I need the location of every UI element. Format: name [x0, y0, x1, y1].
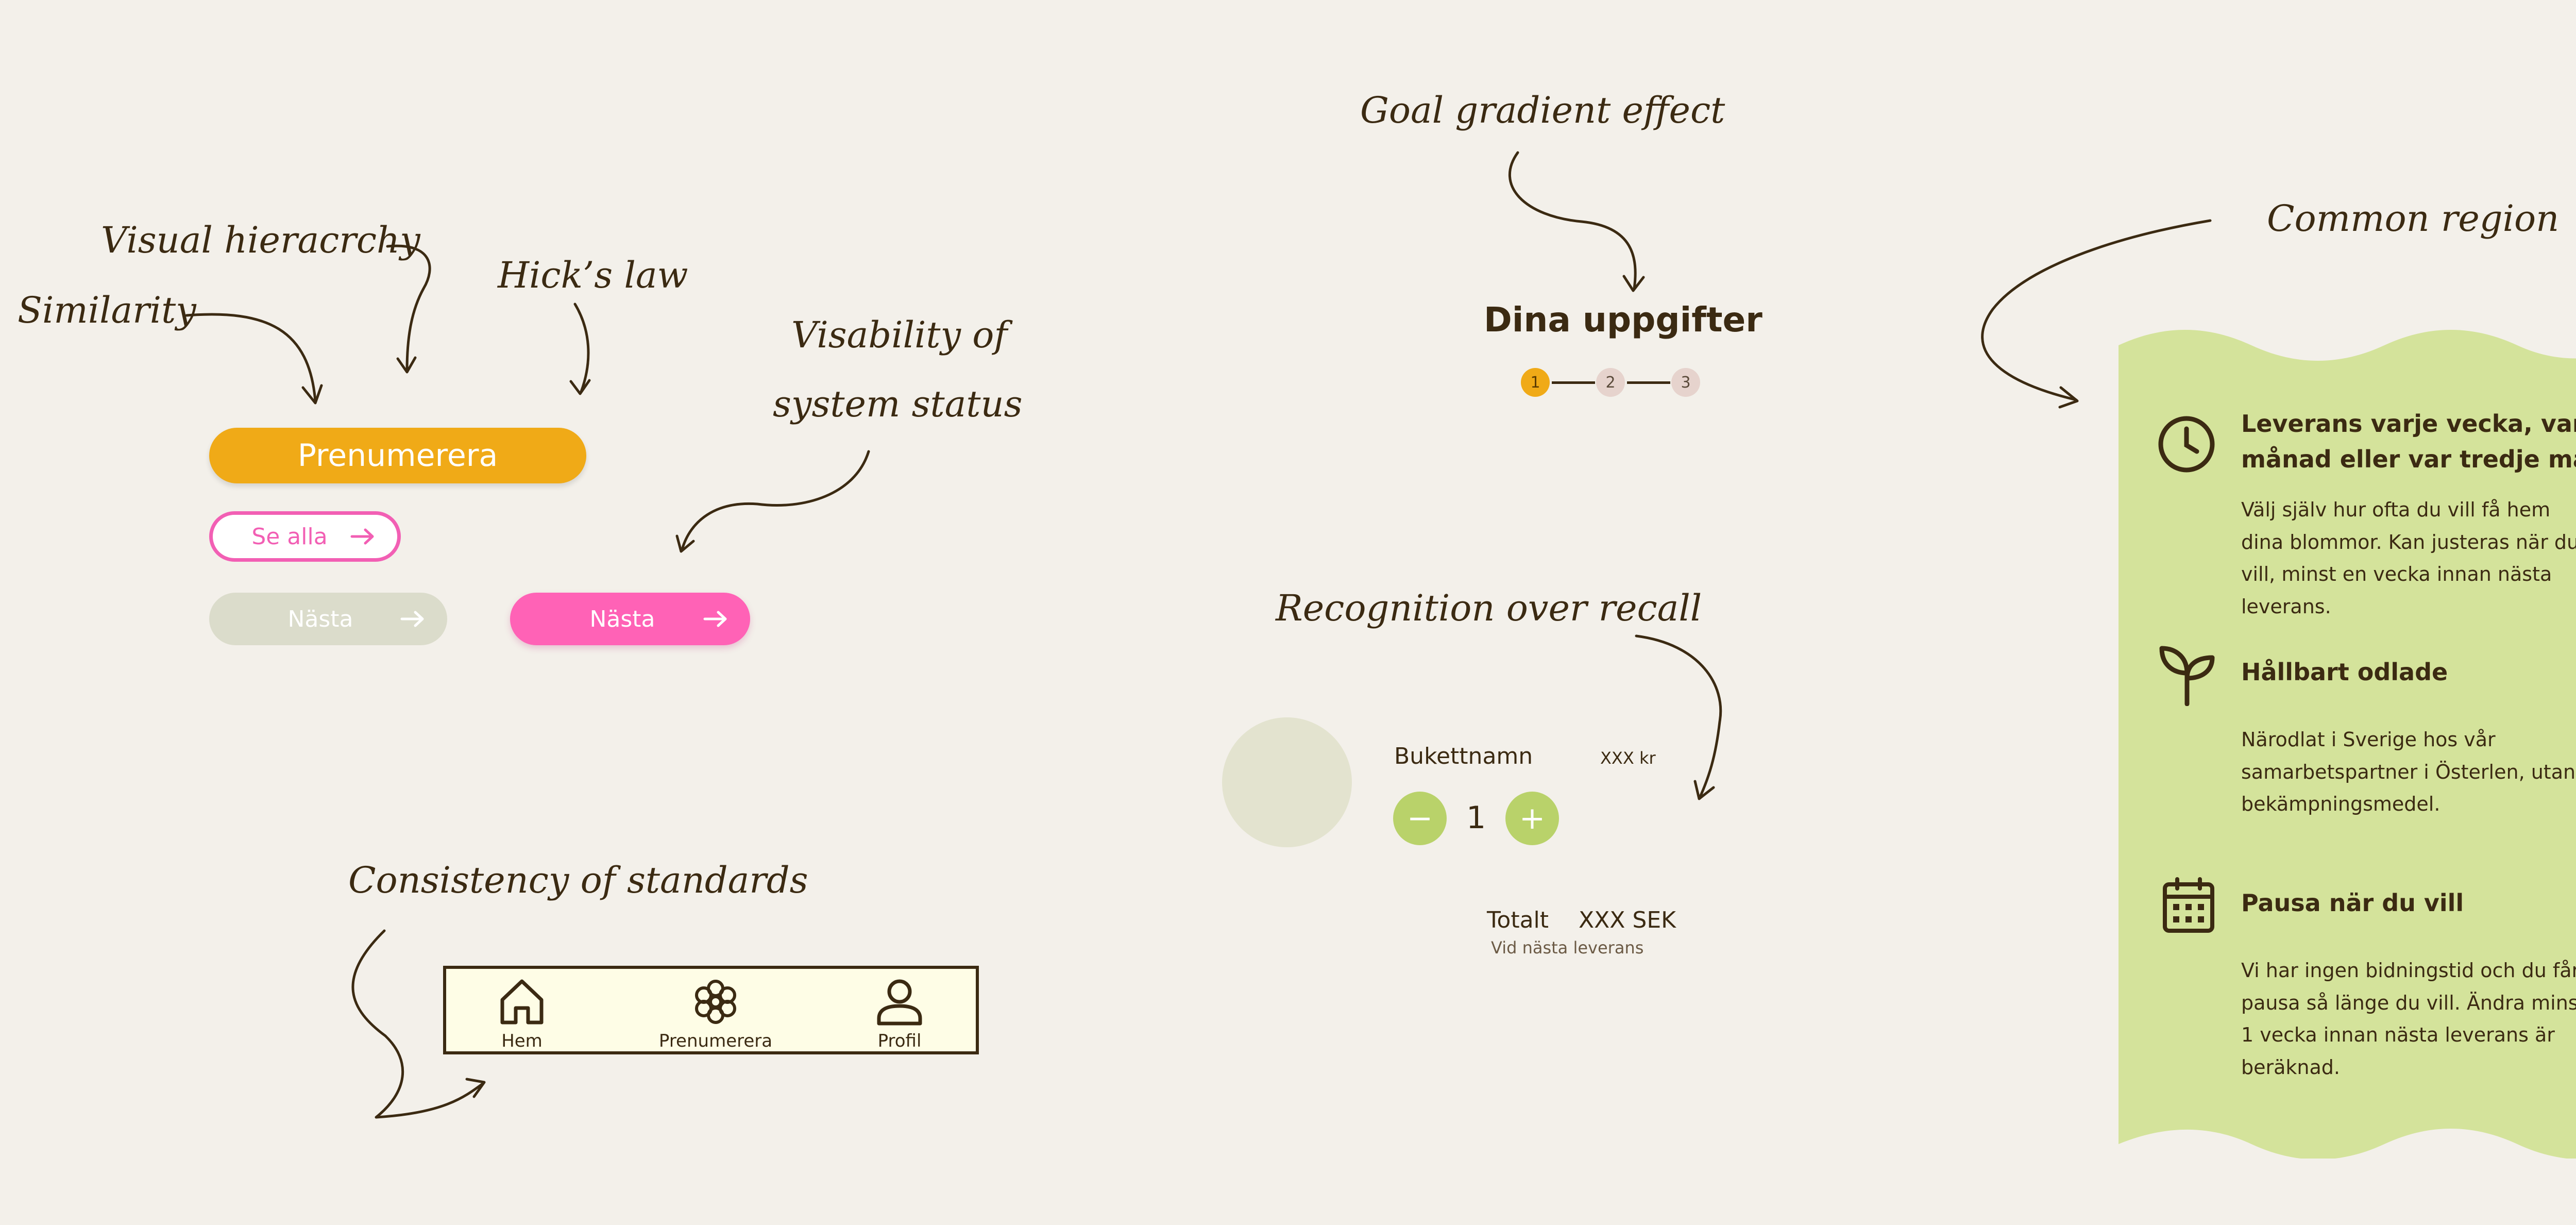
- arrow-right-icon: [703, 611, 727, 627]
- arrow-consistency: [351, 929, 485, 1119]
- product-image: [1222, 717, 1352, 847]
- benefit-title-line: månad eller var tredje månad: [2241, 445, 2576, 473]
- benefit-text-line: beräknad.: [2241, 1056, 2340, 1079]
- benefit-text-line: dina blommor. Kan justeras när du: [2241, 530, 2576, 553]
- step-2[interactable]: 2: [1596, 368, 1625, 397]
- arrow-goal-head: [1622, 275, 1645, 292]
- arrow-recognition-head: [1693, 780, 1715, 800]
- nav-item-profile[interactable]: Profil: [822, 969, 977, 1051]
- subscribe-button[interactable]: Prenumerera: [209, 428, 586, 483]
- subscribe-button-label: Prenumerera: [297, 438, 498, 474]
- benefit-title-line: Leverans varje vecka, varje: [2241, 410, 2576, 438]
- benefit-title-line: Hållbart odlade: [2241, 658, 2448, 686]
- stepper-title: Dina uppgifter: [1484, 300, 1762, 340]
- plus-icon: +: [1519, 800, 1546, 836]
- see-all-button[interactable]: Se alla: [209, 511, 401, 562]
- arrow-visual-hierarchy: [386, 244, 431, 372]
- product-price: XXX kr: [1600, 748, 1656, 768]
- nav-item-home[interactable]: Hem: [445, 969, 599, 1051]
- nav-label-profile: Profil: [877, 1031, 922, 1051]
- arrow-goal: [1508, 151, 1637, 290]
- benefit-text-line: vill, minst en vecka innan nästa: [2241, 563, 2552, 586]
- see-all-label: Se alla: [251, 523, 328, 550]
- benefit-text-line: bekämpningsmedel.: [2241, 793, 2441, 816]
- annotation-visual-hierarchy: Visual hieracrchy: [101, 219, 420, 261]
- arrow-similarity: [185, 313, 317, 402]
- annotation-hicks-law: Hick’s law: [498, 254, 688, 296]
- benefit-title-sustainable: Hållbart odlade: [2241, 655, 2448, 690]
- benefit-title-line: Pausa när du vill: [2241, 889, 2464, 917]
- benefit-text-pause: Vi har ingen bidningstid och du får paus…: [2241, 954, 2576, 1084]
- profile-icon: [877, 979, 922, 1026]
- step-connector: [1627, 381, 1670, 384]
- step-connector: [1552, 381, 1595, 384]
- arrow-common: [1981, 219, 2212, 401]
- annotation-recognition: Recognition over recall: [1276, 587, 1702, 629]
- total-value: XXX SEK: [1579, 907, 1676, 933]
- next-button[interactable]: Nästa: [510, 593, 750, 645]
- annotation-consistency: Consistency of standards: [348, 859, 808, 901]
- total-note: Vid nästa leverans: [1491, 938, 1644, 958]
- annotation-similarity: Similarity: [18, 289, 196, 331]
- arrow-consistency-head: [465, 1078, 486, 1098]
- arrow-visual-hierarchy-head: [396, 356, 417, 374]
- benefit-text-line: Närodlat i Sverige hos vår: [2241, 728, 2496, 751]
- flower-icon: [695, 980, 736, 1024]
- increase-quantity-button[interactable]: +: [1505, 792, 1559, 845]
- arrow-similarity-head: [301, 384, 323, 405]
- clock-icon: [2158, 416, 2215, 473]
- common-region-panel: [2119, 330, 2576, 1159]
- benefit-text-sustainable: Närodlat i Sverige hos vår samarbetspart…: [2241, 724, 2575, 820]
- step-1[interactable]: 1: [1521, 368, 1550, 397]
- nav-label-subscribe: Prenumerera: [658, 1031, 773, 1051]
- arrow-right-icon: [400, 611, 424, 627]
- annotation-visibility-line2: system status: [773, 383, 1023, 425]
- product-name: Bukettnamn: [1394, 743, 1533, 769]
- arrow-common-head: [2058, 386, 2079, 409]
- benefit-title-delivery: Leverans varje vecka, varje månad eller …: [2241, 406, 2576, 477]
- arrow-visibility: [681, 450, 870, 551]
- next-disabled-label: Nästa: [287, 606, 353, 632]
- decrease-quantity-button[interactable]: −: [1393, 792, 1447, 845]
- nav-item-subscribe[interactable]: Prenumerera: [638, 969, 793, 1051]
- minus-icon: −: [1406, 800, 1433, 836]
- sprout-icon: [2159, 646, 2215, 706]
- arrow-visibility-head: [675, 534, 695, 553]
- next-button-disabled[interactable]: Nästa: [209, 593, 447, 645]
- arrow-recognition: [1635, 634, 1722, 798]
- benefit-text-line: leverans.: [2241, 595, 2331, 618]
- benefit-text-delivery: Välj själv hur ofta du vill få hem dina …: [2241, 494, 2576, 623]
- nav-label-home: Hem: [501, 1031, 543, 1051]
- annotation-goal-gradient: Goal gradient effect: [1360, 89, 1725, 131]
- benefit-text-line: samarbetspartner i Österlen, utan: [2241, 760, 2576, 783]
- benefit-text-line: pausa så länge du vill. Ändra minst: [2241, 991, 2576, 1014]
- benefit-text-line: 1 vecka innan nästa leverans är: [2241, 1023, 2555, 1047]
- calendar-icon: [2163, 877, 2214, 933]
- annotation-common-region: Common region: [2267, 197, 2560, 240]
- arrow-right-icon: [350, 528, 374, 545]
- arrow-hicks-head: [569, 379, 591, 395]
- home-icon: [500, 979, 544, 1025]
- total-label: Totalt: [1487, 907, 1549, 933]
- annotation-visibility-line1: Visability of: [791, 314, 1008, 356]
- bottom-navigation: Hem Prenumerera Profil: [443, 966, 979, 1054]
- benefit-text-line: Välj själv hur ofta du vill få hem: [2241, 498, 2551, 521]
- next-label: Nästa: [589, 606, 655, 632]
- quantity-value: 1: [1466, 800, 1486, 836]
- benefit-text-line: Vi har ingen bidningstid och du får: [2241, 959, 2576, 982]
- benefit-title-pause: Pausa när du vill: [2241, 885, 2464, 921]
- step-3[interactable]: 3: [1671, 368, 1700, 397]
- arrow-hicks: [573, 303, 590, 393]
